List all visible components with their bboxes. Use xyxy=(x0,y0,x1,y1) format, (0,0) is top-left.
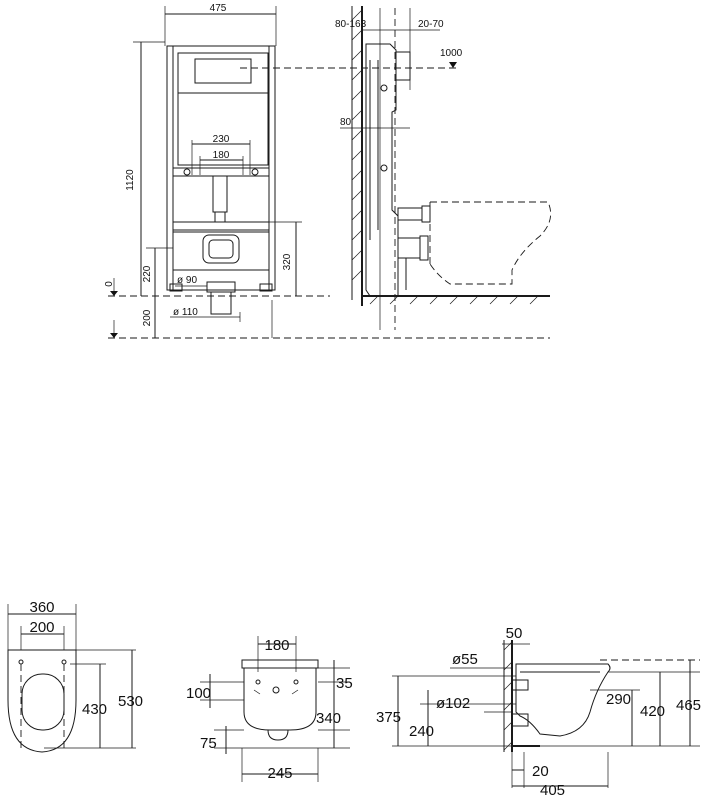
offset-80-label: 80 xyxy=(340,117,352,128)
h290-label: 290 xyxy=(606,691,631,708)
frame-outline xyxy=(166,45,276,291)
pipe-90-label: ø 90 xyxy=(177,275,197,286)
h420-label: 420 xyxy=(640,703,665,720)
frame-front-view: 475 230 180 xyxy=(104,3,550,339)
inlet-55-label: ø55 xyxy=(452,651,478,668)
bowl-back-view: 180 35 340 100 75 245 xyxy=(186,636,353,782)
h375-label: 375 xyxy=(376,709,401,726)
bottom-75-label: 75 xyxy=(200,735,217,752)
bolt-span-180-label: 180 xyxy=(264,637,289,654)
offset-220-label: 220 xyxy=(142,265,153,282)
frame-side-profile xyxy=(365,43,399,297)
spacing-180-label: 180 xyxy=(213,150,230,161)
spacing-230-label: 230 xyxy=(213,134,230,145)
toilet-bowl-dashed xyxy=(429,201,552,285)
flush-plate-opening xyxy=(194,58,252,84)
offset-100-label: 100 xyxy=(186,685,211,702)
top-35-label: 35 xyxy=(336,675,353,692)
flush-button-side xyxy=(395,51,411,81)
bowl-inner-200-label: 200 xyxy=(29,619,54,636)
drain-connector xyxy=(202,234,240,264)
bowl-depth-530-label: 530 xyxy=(118,693,143,710)
wall-gap-label: 80-163 xyxy=(335,19,367,30)
pipe-110-label: ø 110 xyxy=(173,307,198,318)
gap-20-label: 20 xyxy=(532,763,549,780)
base-245-label: 245 xyxy=(267,765,292,782)
frame-width-label: 475 xyxy=(210,3,227,14)
frame-side-view: 80-163 20-70 1000 80 xyxy=(335,6,552,330)
offset-320-label: 320 xyxy=(282,253,293,270)
bowl-side-outline xyxy=(515,663,611,737)
depth-label: 20-70 xyxy=(418,19,444,30)
h465-label: 465 xyxy=(676,697,701,714)
zero-label: 0 xyxy=(104,281,115,287)
h240-label: 240 xyxy=(409,723,434,740)
wall-50-label: 50 xyxy=(506,625,523,642)
bowl-back-outline xyxy=(243,667,317,731)
height-340-label: 340 xyxy=(316,710,341,727)
bowl-outline-top xyxy=(7,649,77,753)
inlet-pipe xyxy=(511,679,529,691)
frame-height-label: 1120 xyxy=(125,169,136,191)
bowl-top-view: 360 200 430 530 xyxy=(7,599,143,753)
outlet-102-label: ø102 xyxy=(436,695,470,712)
bowl-width-360-label: 360 xyxy=(29,599,54,616)
flush-height-label: 1000 xyxy=(440,48,463,59)
below-floor-200-label: 200 xyxy=(142,309,153,326)
outlet-pipe xyxy=(511,713,529,727)
bowl-depth-430-label: 430 xyxy=(82,701,107,718)
bowl-side-view: 50 465 420 290 375 240 ø55 ø102 xyxy=(376,625,701,799)
bowl-opening xyxy=(21,673,65,731)
length-405-label: 405 xyxy=(540,782,565,799)
